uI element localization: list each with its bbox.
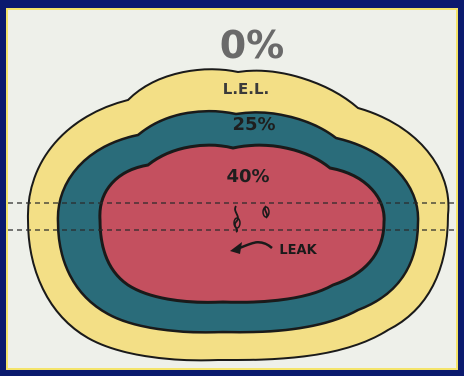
label-outside-0: 0% xyxy=(220,23,285,67)
label-leak: LEAK xyxy=(279,243,317,258)
label-40-percent: 40% xyxy=(226,166,269,187)
gas-concentration-diagram: 0% L.E.L. 25% 40% LEAK xyxy=(8,10,456,368)
label-25-percent: 25% xyxy=(232,114,275,135)
slide-canvas: 0% L.E.L. 25% 40% LEAK xyxy=(6,8,458,370)
label-lel: L.E.L. xyxy=(223,80,269,98)
